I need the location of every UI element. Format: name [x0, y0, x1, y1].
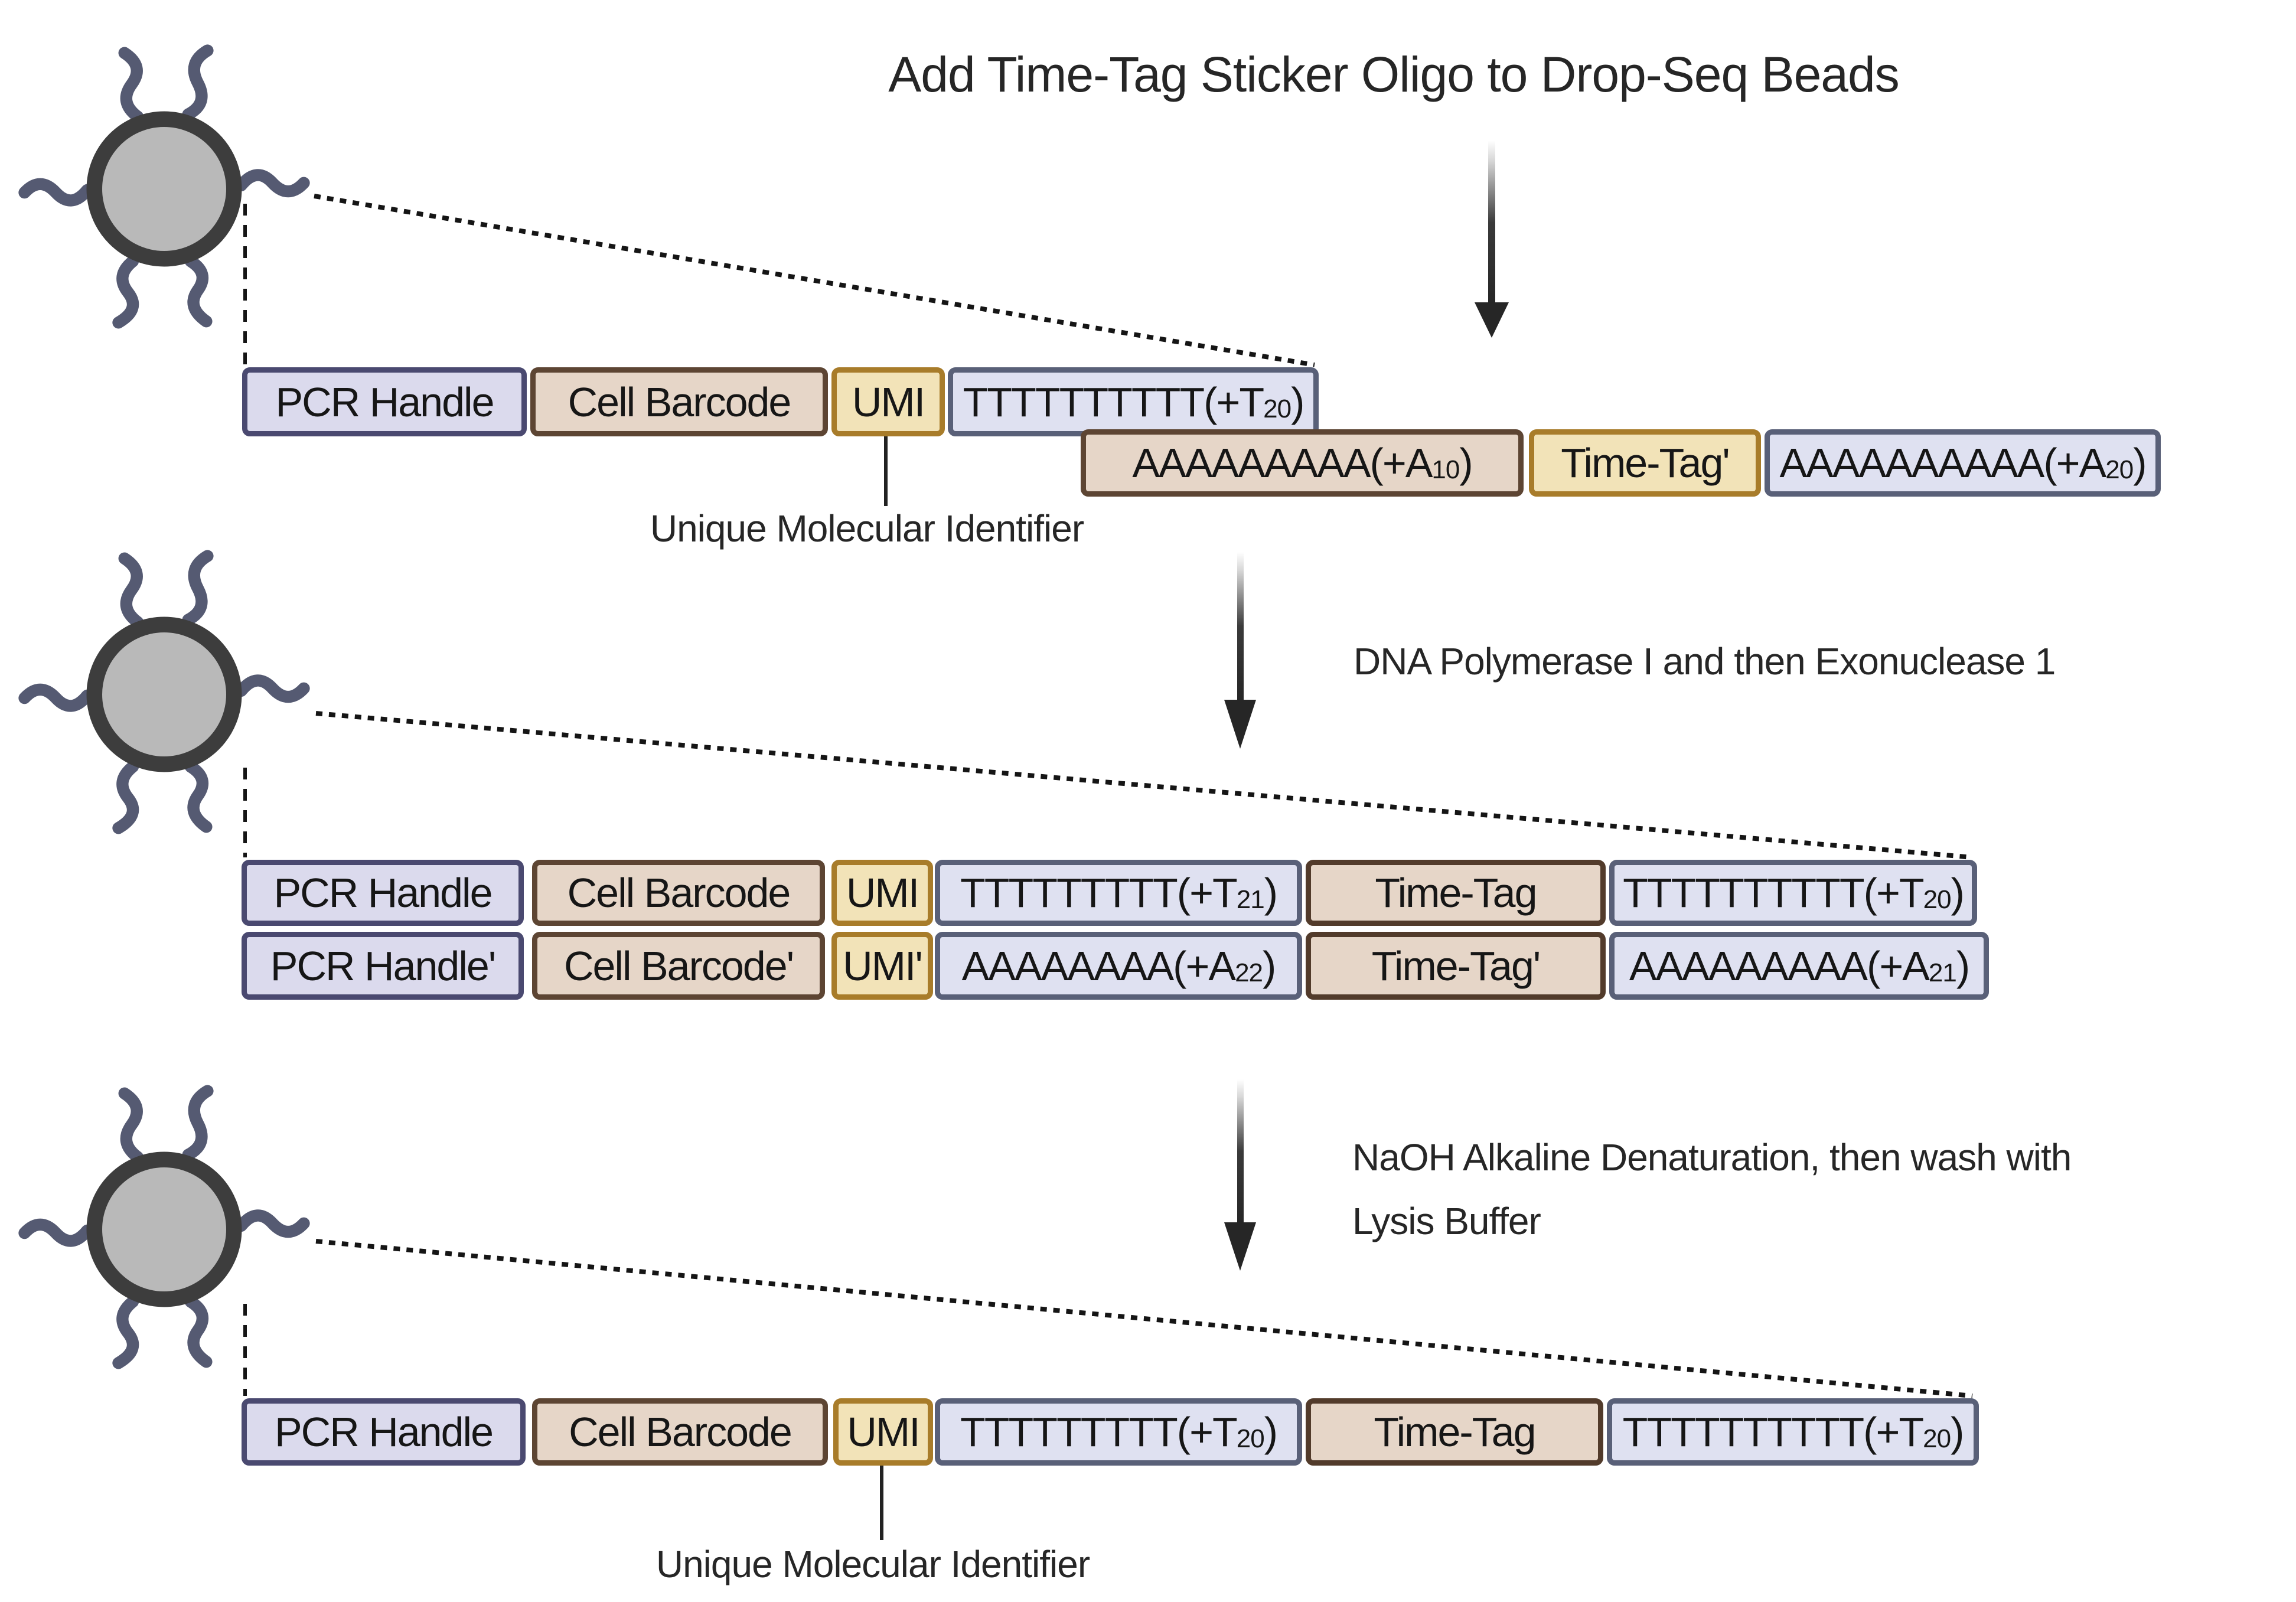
oligo-box-subscript: 21	[1236, 885, 1265, 915]
oligo-box-umi: UMI	[831, 860, 933, 926]
oligo-box-pcr-handle: PCR Handle	[242, 860, 524, 926]
oligo-box-time-tag-prime: Time-Tag'	[1529, 429, 1761, 497]
oligo-box-label: TTTTTTTTTT(+T	[1623, 870, 1925, 916]
oligo-box-label: AAAAAAAAA(+A	[1132, 440, 1433, 486]
umi-pointer-line	[880, 1466, 883, 1540]
oligo-box-subscript: 20	[1923, 1424, 1951, 1454]
oligo-box-label: UMI	[852, 379, 925, 425]
step3-label-line1: NaOH Alkaline Denaturation, then wash wi…	[1352, 1136, 2072, 1179]
oligo-box-cell-barcode: Cell Barcode	[532, 1398, 828, 1466]
bead1-diagonal-dotted-line	[314, 194, 1315, 367]
oligo-box-cell-barcode: Cell Barcode	[532, 860, 825, 926]
oligo-box-subscript: 20	[1923, 885, 1952, 915]
oligo-box-time-tag: Time-Tag	[1306, 860, 1606, 926]
oligo-box-umi: UMI	[833, 1398, 933, 1466]
oligo-box-label-suffix: )	[1956, 942, 1970, 989]
bead2-diagonal-dotted-line	[315, 711, 1973, 860]
oligo-box-subscript: 20	[1263, 394, 1292, 423]
bead3-diagonal-dotted-line	[315, 1239, 1973, 1398]
oligo-box-cell-barcode: Cell Barcode	[530, 367, 828, 436]
oligo-box-umi-prime: UMI'	[831, 932, 933, 1000]
oligo-box-label: TTTTTTTTT(+T	[960, 1409, 1238, 1455]
oligo-box-label: UMI	[846, 870, 919, 916]
oligo-box-label-suffix: )	[1951, 1409, 1964, 1455]
umi-caption: Unique Molecular Identifier	[650, 507, 1084, 550]
step3-arrow-icon	[1224, 1079, 1256, 1271]
oligo-box-label: PCR Handle	[273, 870, 493, 916]
oligo-box-pcr-handle: PCR Handle	[242, 1398, 526, 1466]
oligo-box-subscript: 20	[2105, 455, 2134, 485]
oligo-box-label: UMI	[847, 1409, 920, 1455]
oligo-box-time-tag-prime: Time-Tag'	[1306, 932, 1606, 1000]
oligo-box-label: AAAAAAAAAA(+A	[1779, 440, 2106, 486]
oligo-box-label: Cell Barcode	[569, 1409, 792, 1455]
step2-label: DNA Polymerase I and then Exonuclease 1	[1354, 640, 2056, 683]
oligo-box-label: UMI'	[843, 942, 923, 989]
oligo-box-pcr-handle: PCR Handle	[242, 367, 527, 436]
bead-icon	[8, 1073, 321, 1386]
oligo-box-label: TTTTTTTTTT(+T	[1622, 1409, 1925, 1455]
oligo-box-label: PCR Handle	[275, 379, 494, 425]
oligo-box-label: Time-Tag'	[1561, 440, 1730, 486]
oligo-box-cell-barcode-prime: Cell Barcode'	[532, 932, 825, 1000]
oligo-box-subscript: 22	[1235, 958, 1263, 987]
oligo-box-umi: UMI	[831, 367, 945, 436]
oligo-box-label: PCR Handle'	[270, 942, 496, 989]
oligo-box-label: TTTTTTTTT(+T	[960, 870, 1238, 916]
bead-icon	[8, 32, 321, 345]
oligo-box-label: PCR Handle	[274, 1409, 494, 1455]
oligo-box-time-tag: Time-Tag	[1306, 1398, 1603, 1466]
oligo-box-pcr-handle-prime: PCR Handle'	[242, 932, 524, 1000]
oligo-box-label: Time-Tag	[1375, 870, 1537, 916]
oligo-box-label-suffix: )	[1264, 870, 1278, 916]
oligo-box-label: Cell Barcode	[567, 870, 791, 916]
oligo-box-label: AAAAAAAAA(+A	[1629, 942, 1930, 989]
oligo-box-label: Cell Barcode	[568, 379, 792, 425]
umi-caption: Unique Molecular Identifier	[655, 1543, 1090, 1585]
oligo-box-subscript: 10	[1431, 455, 1460, 485]
oligo-box-label: Time-Tag	[1374, 1409, 1536, 1455]
oligo-box-label-suffix: )	[1264, 1409, 1278, 1455]
step3-label: NaOH Alkaline Denaturation, then wash wi…	[1352, 1125, 2072, 1253]
oligo-box-label-suffix: )	[1459, 440, 1473, 486]
oligo-box-label: AAAAAAAA(+A	[961, 942, 1236, 989]
oligo-box-label-suffix: )	[2133, 440, 2147, 486]
bead-icon	[8, 538, 321, 851]
oligo-box-label-suffix: )	[1951, 870, 1965, 916]
oligo-box-label: Cell Barcode'	[563, 942, 794, 989]
oligo-box-label: TTTTTTTTTT(+T	[963, 379, 1265, 425]
step1-arrow-icon	[1475, 141, 1509, 338]
umi-pointer-line	[884, 436, 888, 506]
oligo-box-label-suffix: )	[1263, 942, 1276, 989]
step3-label-line2: Lysis Buffer	[1352, 1200, 1541, 1242]
page-title: Add Time-Tag Sticker Oligo to Drop-Seq B…	[888, 47, 1899, 102]
oligo-box-subscript: 20	[1236, 1424, 1265, 1454]
oligo-box-label: Time-Tag'	[1371, 942, 1541, 989]
oligo-box-subscript: 21	[1928, 958, 1957, 987]
step2-arrow-icon	[1224, 552, 1256, 749]
oligo-box-label-suffix: )	[1291, 379, 1304, 425]
